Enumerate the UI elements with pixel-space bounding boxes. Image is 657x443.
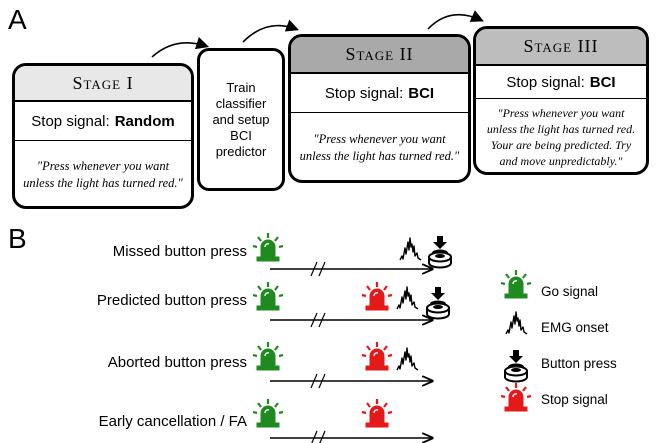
- stage-2-box: Stage II Stop signal: BCI "Press wheneve…: [288, 34, 471, 183]
- stage-2-signal-mode: BCI: [408, 84, 435, 102]
- panel-a-letter: A: [8, 4, 27, 35]
- timeline-missed: [251, 231, 452, 277]
- legend: [499, 268, 533, 413]
- go-signal-icon: [251, 397, 285, 429]
- emg-onset-icon: [396, 286, 419, 310]
- stage-1-title: Stage I: [15, 66, 191, 102]
- legend-go-signal-icon: [499, 268, 533, 300]
- panel-b-letter: B: [8, 223, 27, 254]
- go-signal-icon: [251, 231, 285, 263]
- timeline-aborted: [251, 340, 432, 389]
- go-signal-icon: [251, 340, 285, 372]
- emg-onset-icon: [396, 347, 419, 371]
- stage-1-box: Stage I Stop signal: Random "Press whene…: [12, 63, 194, 209]
- train-classifier-box: Train classifier and setup BCI predictor: [197, 48, 285, 191]
- legend-stop-signal-icon: [499, 381, 533, 413]
- row-label-missed: Missed button press: [112, 243, 247, 260]
- legend-label-button: Button press: [541, 356, 617, 371]
- stop-signal-icon: [360, 280, 394, 312]
- stage-3-signal: Stop signal: BCI: [476, 66, 646, 99]
- legend-label-go: Go signal: [541, 284, 599, 299]
- legend-label-stop: Stop signal: [541, 392, 608, 407]
- legend-emg-onset-icon: [505, 311, 528, 335]
- timeline-early: [251, 397, 432, 443]
- stage-3-title: Stage III: [476, 29, 646, 66]
- stage-2-title: Stage II: [291, 37, 468, 74]
- stage-1-signal-prefix: Stop signal:: [31, 112, 110, 130]
- legend-button-press-icon: [504, 349, 528, 383]
- emg-onset-icon: [399, 237, 422, 261]
- stage-3-quote: "Press whenever you want unless the ligh…: [486, 106, 636, 168]
- stage-3-signal-mode: BCI: [589, 73, 616, 91]
- stop-signal-icon: [360, 397, 394, 429]
- break-mark: [310, 430, 326, 443]
- stop-signal-icon: [360, 340, 394, 372]
- stage-2-signal: Stop signal: BCI: [291, 74, 468, 113]
- button-press-icon: [428, 235, 452, 269]
- button-press-icon: [426, 286, 450, 320]
- stage-3-box: Stage III Stop signal: BCI "Press whenev…: [473, 26, 649, 175]
- stage-2-signal-prefix: Stop signal:: [324, 84, 404, 102]
- stage-1-signal: Stop signal: Random: [15, 102, 191, 141]
- timeline-predicted: [251, 280, 450, 328]
- stage-1-quote: "Press whenever you want unless the ligh…: [23, 159, 183, 190]
- row-label-early: Early cancellation / FA: [98, 413, 247, 430]
- legend-label-emg: EMG onset: [541, 320, 609, 335]
- stage-3-signal-prefix: Stop signal:: [506, 73, 585, 91]
- row-label-predicted: Predicted button press: [96, 292, 247, 309]
- go-signal-icon: [251, 280, 285, 312]
- row-label-aborted: Aborted button press: [107, 354, 247, 371]
- stage-2-quote: "Press whenever you want unless the ligh…: [299, 132, 460, 163]
- stage-1-signal-mode: Random: [114, 112, 175, 130]
